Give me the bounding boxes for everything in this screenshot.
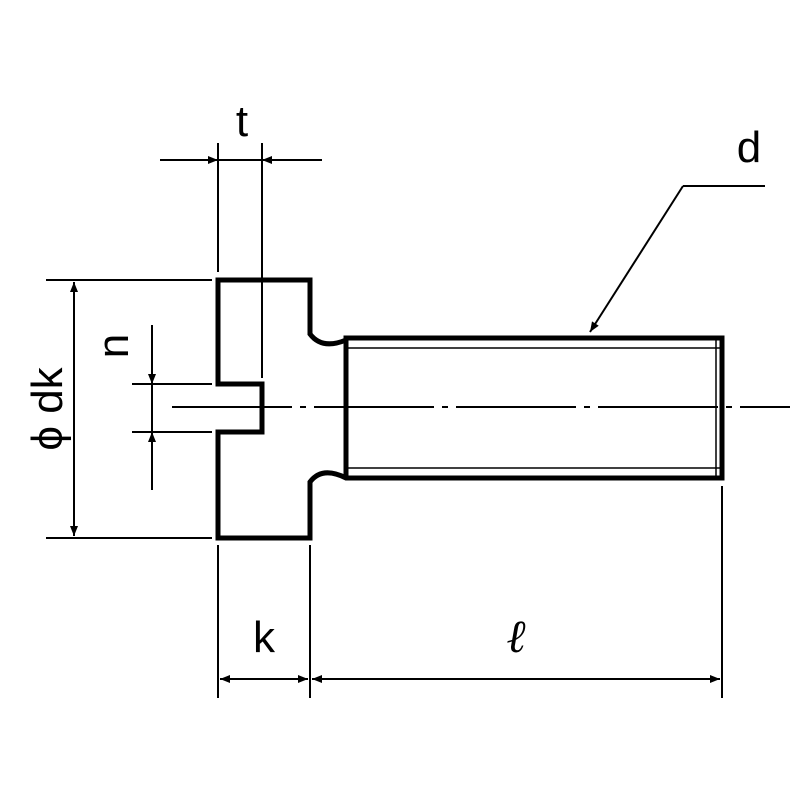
d-leader-arrow [589,185,684,333]
k-label: k [253,613,276,662]
n-label: n [89,334,138,358]
l-label: ℓ [506,611,526,662]
dk-label: ϕ dk [23,366,72,450]
screw-head-outline [215,277,725,541]
d-label: d [737,123,761,172]
t-label: t [236,97,248,146]
